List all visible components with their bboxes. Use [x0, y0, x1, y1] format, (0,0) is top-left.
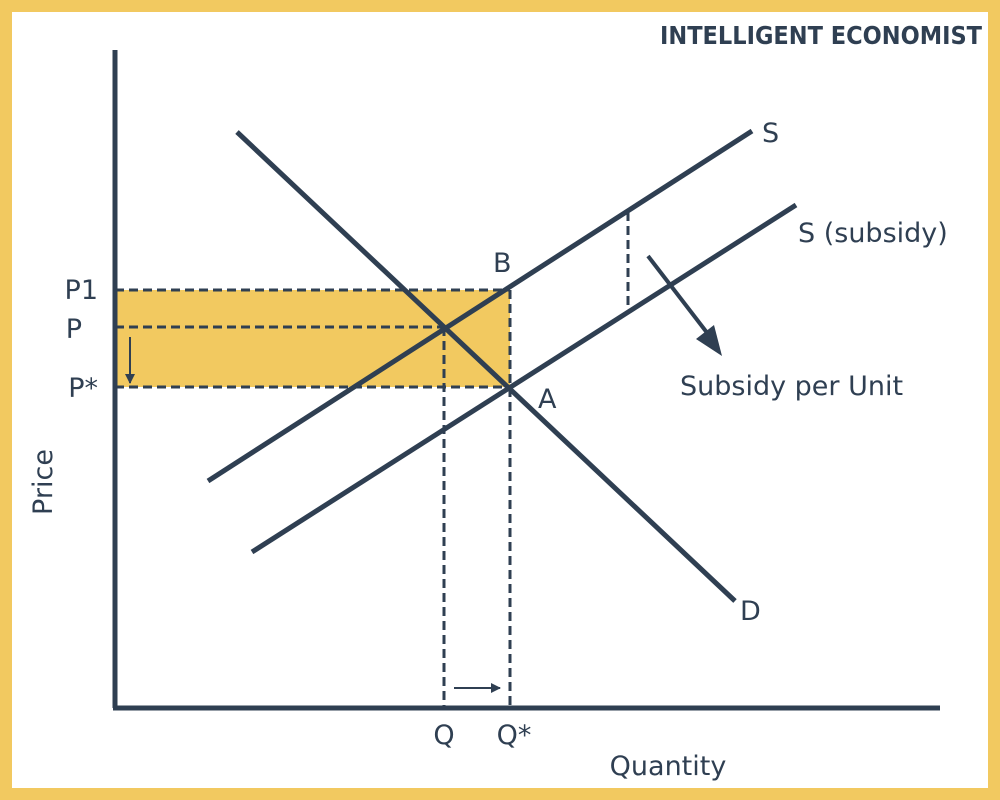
brand-logo: INTELLIGENT ECONOMIST [660, 21, 983, 50]
demand-label: D [740, 596, 761, 627]
supply-curve [206, 128, 754, 484]
p-label: P [66, 314, 82, 345]
subsidy-area [115, 290, 510, 387]
demand-curve [235, 130, 737, 603]
x-axis-title: Quantity [610, 751, 727, 782]
supply-label: S [762, 118, 779, 149]
p1-label: P1 [65, 275, 98, 306]
point-b-label: B [493, 248, 512, 279]
shift-arrow-shaft [646, 254, 710, 336]
q-label: Q [433, 720, 454, 751]
p-star-label: P* [68, 373, 98, 404]
q-star-label: Q* [497, 720, 532, 751]
shift-arrow-head [696, 325, 722, 356]
supply-subsidy-label: S (subsidy) [798, 218, 948, 249]
subsidy-per-unit-label: Subsidy per Unit [680, 371, 903, 402]
y-axis-title: Price [28, 449, 59, 515]
supply-subsidy-curve [250, 202, 798, 555]
point-a-label: A [538, 384, 557, 415]
